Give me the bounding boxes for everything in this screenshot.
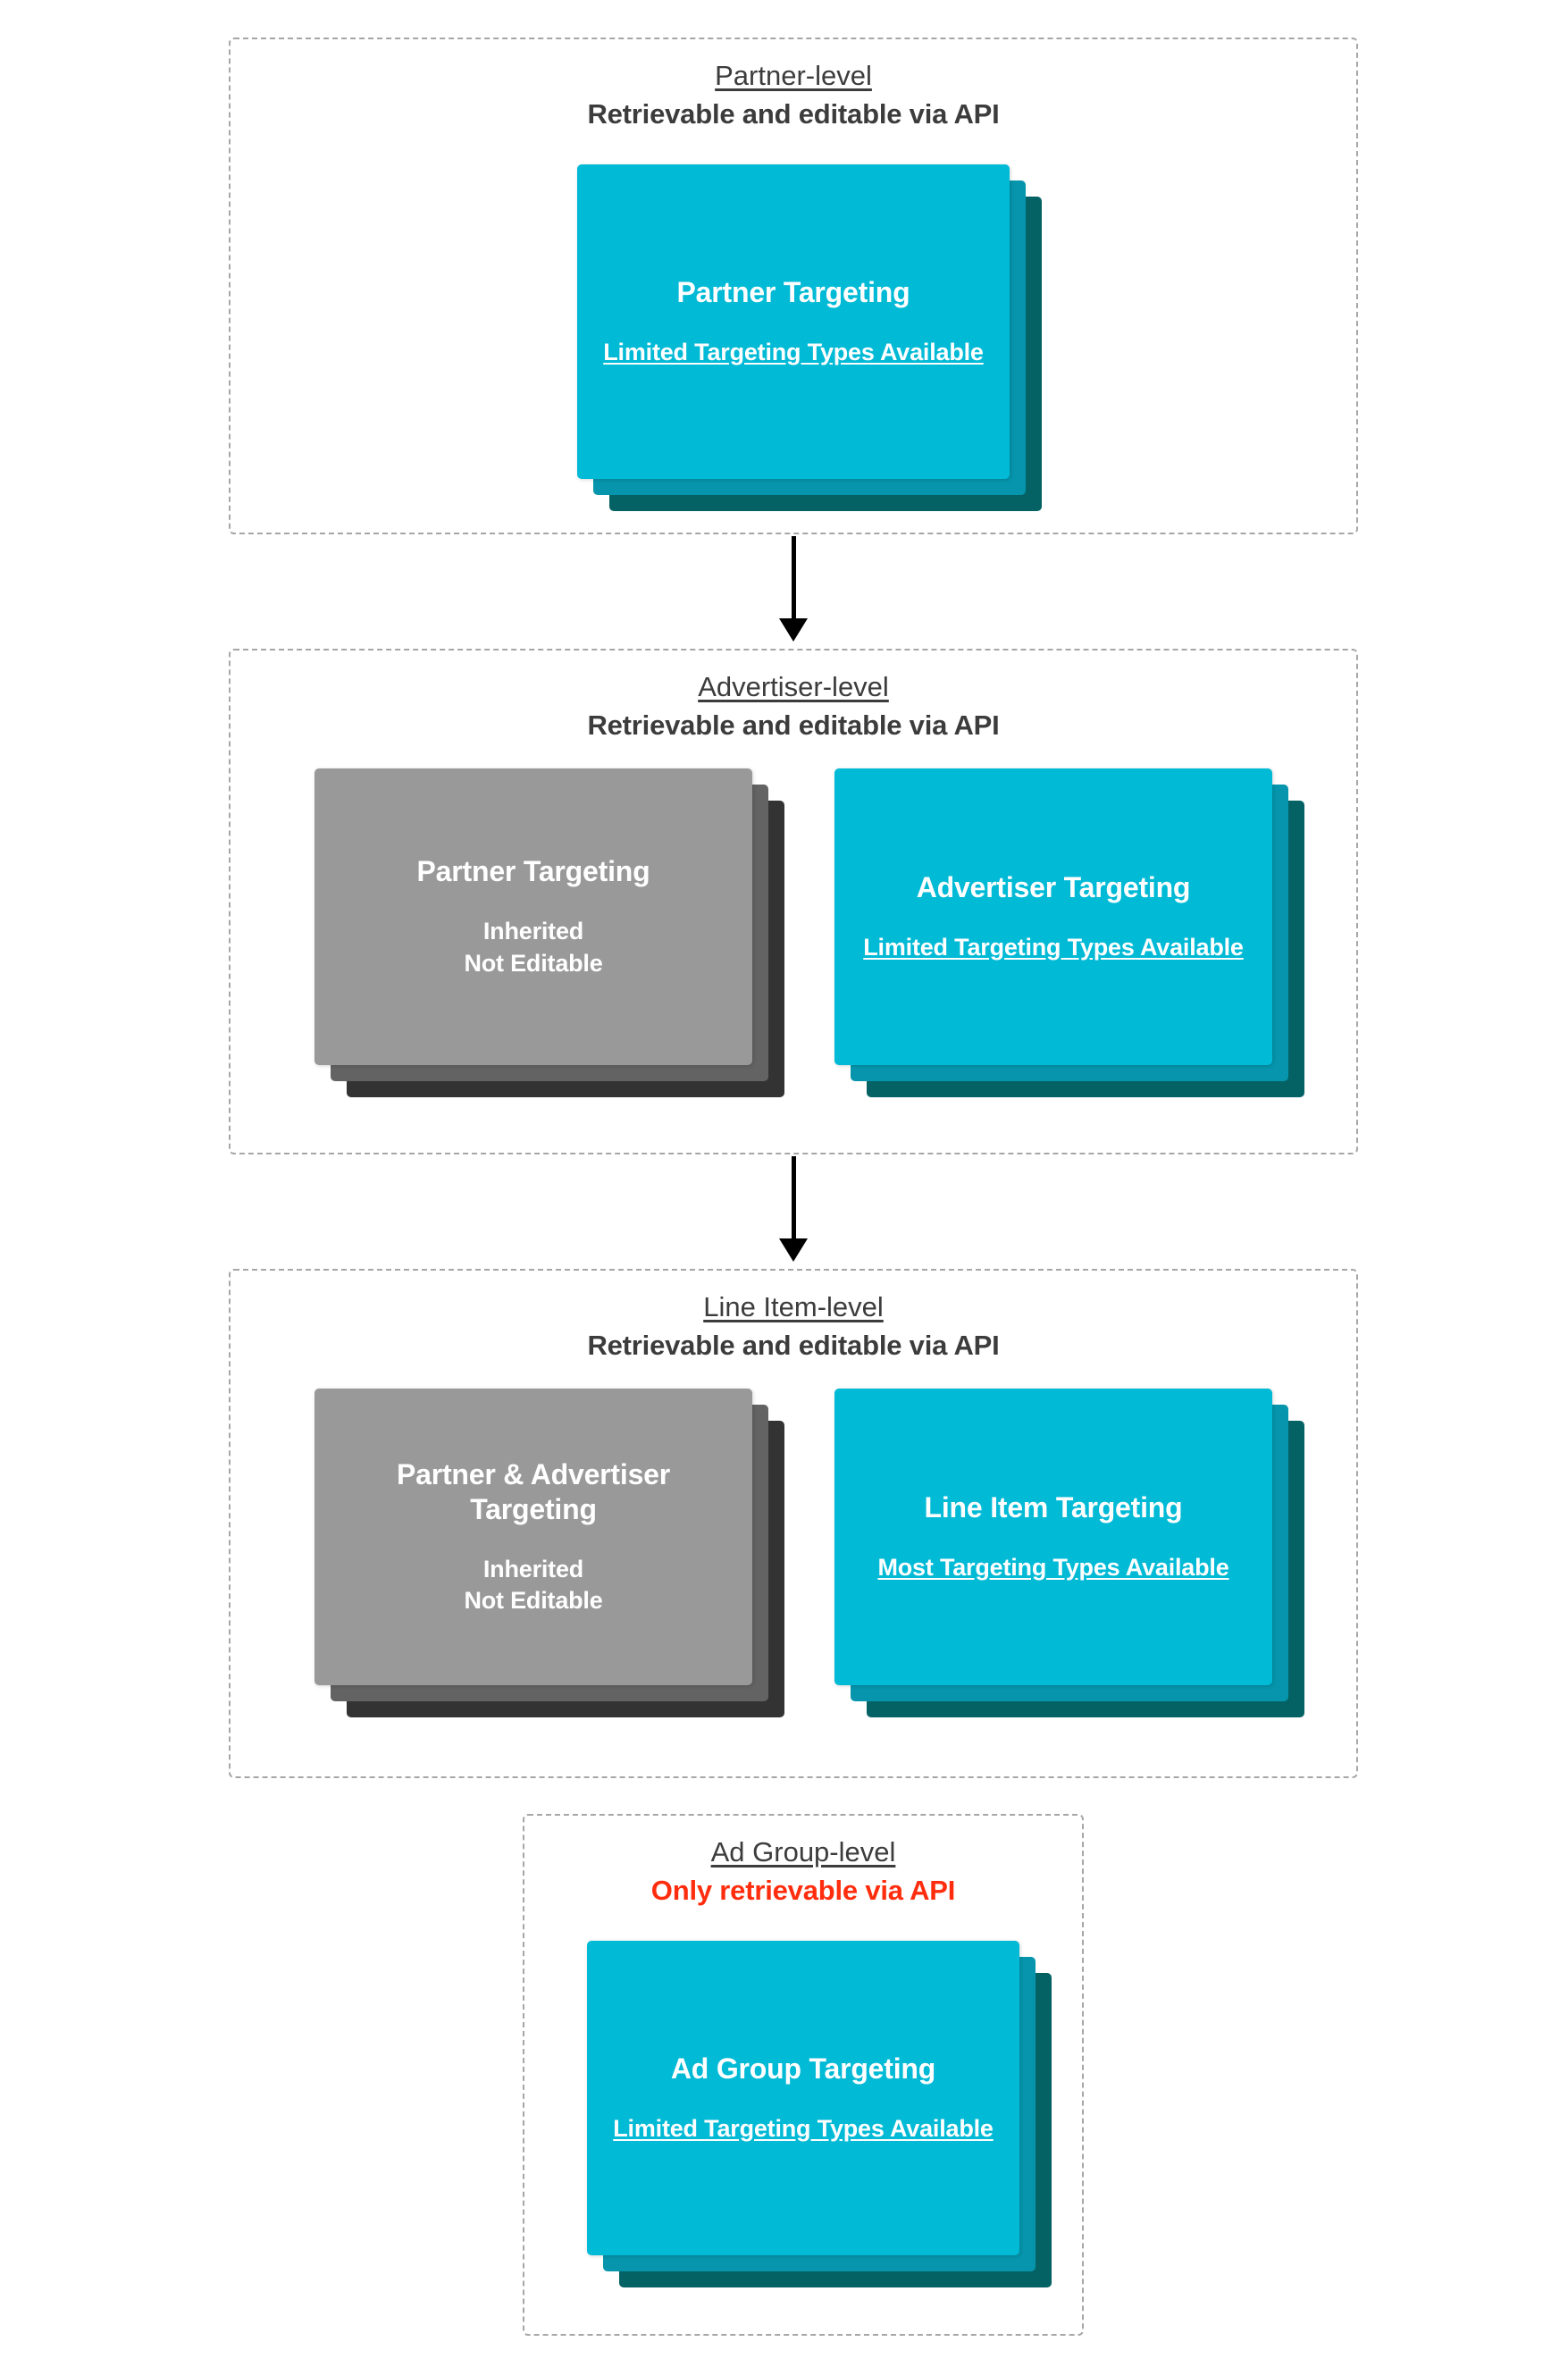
- card-face[interactable]: Ad Group Targeting Limited Targeting Typ…: [587, 1941, 1019, 2255]
- level-title-partner: Partner-level: [715, 60, 872, 91]
- card-title: Advertiser Targeting: [916, 870, 1191, 903]
- arrow-head-icon: [779, 618, 808, 642]
- level-section-ad-group: Ad Group-level Only retrievable via API …: [523, 1814, 1084, 2336]
- card-face[interactable]: Partner & Advertiser Targeting Inherited…: [314, 1389, 752, 1685]
- card-inherited-partner-advertiser-targeting[interactable]: Partner & Advertiser Targeting Inherited…: [314, 1389, 784, 1717]
- card-row-ad-group: Ad Group Targeting Limited Targeting Typ…: [524, 1941, 1082, 2287]
- level-title-ad-group: Ad Group-level: [710, 1836, 896, 1868]
- level-title-advertiser: Advertiser-level: [698, 671, 889, 702]
- card-subtitle: Inherited Not Editable: [464, 918, 603, 977]
- card-title: Partner Targeting: [676, 275, 910, 308]
- level-title-line-item: Line Item-level: [703, 1291, 884, 1322]
- arrow-shaft: [791, 536, 796, 620]
- level-section-advertiser: Advertiser-level Retrievable and editabl…: [229, 649, 1358, 1154]
- card-row-partner: Partner Targeting Limited Targeting Type…: [231, 164, 1356, 511]
- level-header-partner: Partner-level Retrievable and editable v…: [231, 59, 1356, 131]
- card-subtitle: Most Targeting Types Available: [877, 1553, 1229, 1581]
- card-line-item-targeting[interactable]: Line Item Targeting Most Targeting Types…: [834, 1389, 1304, 1717]
- card-face[interactable]: Partner Targeting Inherited Not Editable: [314, 768, 752, 1065]
- card-face[interactable]: Advertiser Targeting Limited Targeting T…: [834, 768, 1272, 1065]
- card-face[interactable]: Line Item Targeting Most Targeting Types…: [834, 1389, 1272, 1685]
- level-status-partner: Retrievable and editable via API: [587, 98, 1000, 130]
- card-subtitle: Limited Targeting Types Available: [863, 933, 1244, 961]
- card-title: Line Item Targeting: [924, 1490, 1183, 1523]
- level-header-ad-group: Ad Group-level Only retrievable via API: [524, 1835, 1082, 1908]
- card-subtitle: Limited Targeting Types Available: [603, 338, 984, 365]
- card-title: Partner & Advertiser Targeting: [396, 1457, 671, 1525]
- level-header-advertiser: Advertiser-level Retrievable and editabl…: [231, 670, 1356, 743]
- card-title: Partner Targeting: [416, 855, 650, 888]
- arrow-shaft: [791, 1156, 796, 1240]
- card-inherited-partner-targeting[interactable]: Partner Targeting Inherited Not Editable: [314, 768, 784, 1097]
- level-status-ad-group: Only retrievable via API: [650, 1875, 956, 1907]
- level-status-advertiser: Retrievable and editable via API: [587, 709, 1000, 742]
- level-status-line-item: Retrievable and editable via API: [587, 1330, 1000, 1362]
- level-section-partner: Partner-level Retrievable and editable v…: [229, 38, 1358, 534]
- connector-arrow-advertiser-to-line-item: [776, 1156, 811, 1262]
- card-subtitle: Limited Targeting Types Available: [613, 2114, 994, 2142]
- level-section-line-item: Line Item-level Retrievable and editable…: [229, 1269, 1358, 1778]
- level-header-line-item: Line Item-level Retrievable and editable…: [231, 1290, 1356, 1363]
- arrow-head-icon: [779, 1238, 808, 1262]
- card-partner-targeting[interactable]: Partner Targeting Limited Targeting Type…: [577, 164, 1042, 511]
- card-subtitle: Inherited Not Editable: [464, 1555, 603, 1615]
- card-title: Ad Group Targeting: [670, 2052, 936, 2085]
- card-face[interactable]: Partner Targeting Limited Targeting Type…: [577, 164, 1010, 479]
- card-advertiser-targeting[interactable]: Advertiser Targeting Limited Targeting T…: [834, 768, 1304, 1097]
- card-row-advertiser: Partner Targeting Inherited Not Editable…: [231, 768, 1356, 1097]
- card-row-line-item: Partner & Advertiser Targeting Inherited…: [231, 1389, 1356, 1717]
- connector-arrow-partner-to-advertiser: [776, 536, 811, 642]
- card-ad-group-targeting[interactable]: Ad Group Targeting Limited Targeting Typ…: [587, 1941, 1052, 2287]
